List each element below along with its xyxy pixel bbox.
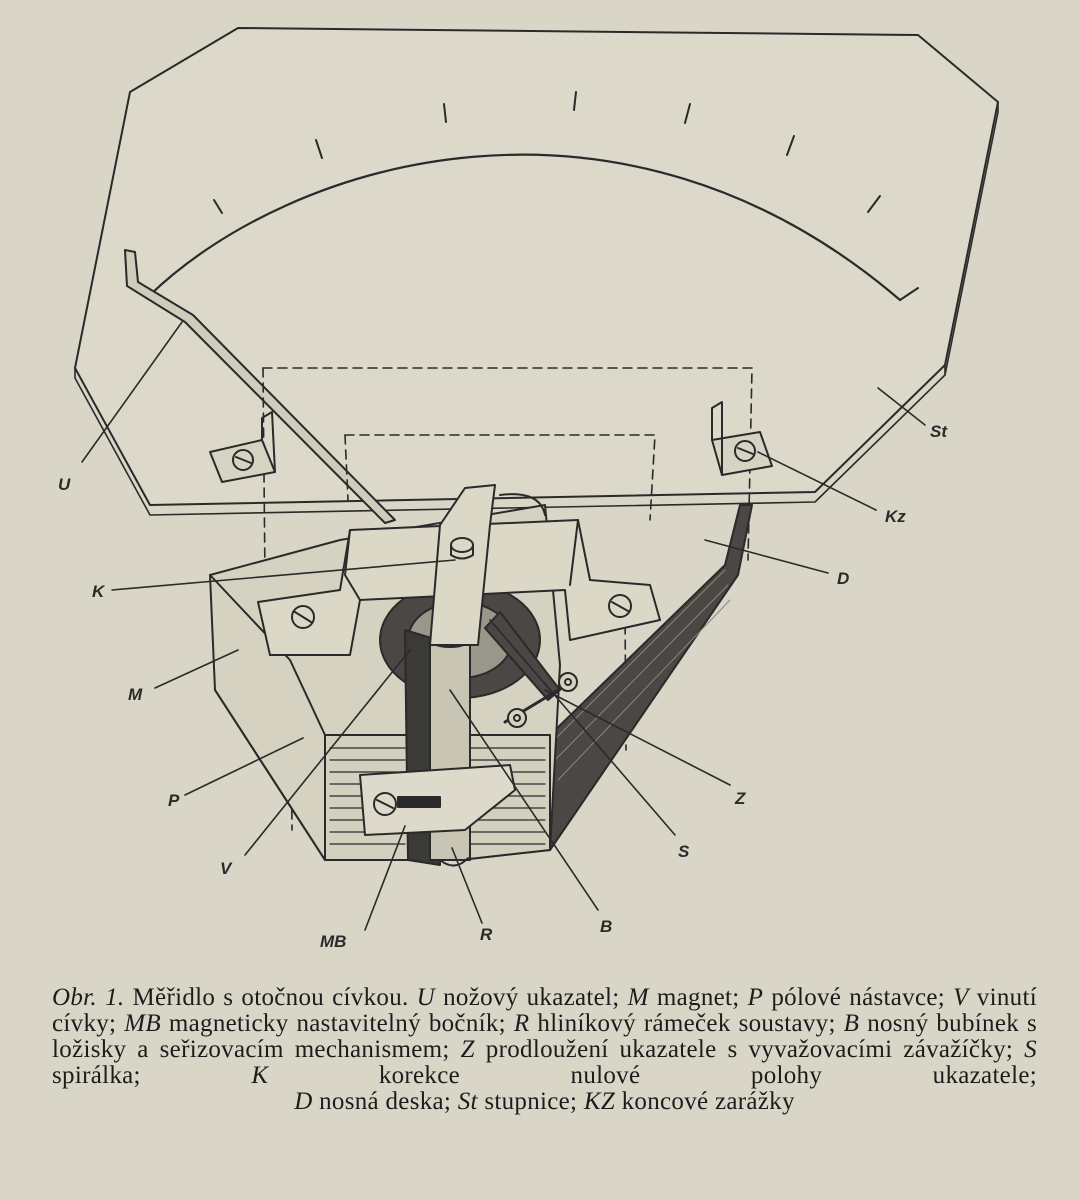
label-P: P <box>168 791 180 810</box>
magnetic-shunt <box>359 764 516 836</box>
label-MB: MB <box>320 932 346 951</box>
label-Z: Z <box>734 789 746 808</box>
caption-key-KZ: KZ <box>583 1088 616 1115</box>
knife-pointer <box>124 249 396 524</box>
caption-item-KZ: koncové zarážky <box>621 1088 795 1115</box>
caption-item-U: nožový ukazatel; <box>443 984 620 1011</box>
label-U: U <box>58 475 71 494</box>
caption-key-MB: MB <box>124 1010 161 1037</box>
caption-item-D: nosná deska; <box>319 1088 452 1115</box>
caption-key-B: B <box>843 1010 860 1037</box>
meter-diagram: U K M P V MB R B S Z D Kz St <box>58 27 999 951</box>
end-stop-right <box>711 401 773 476</box>
caption-item-K: korekce nulové polohy ukazatele; <box>378 1062 1037 1089</box>
caption-item-V: vinutí cívky; <box>52 984 1037 1037</box>
label-V: V <box>220 859 233 878</box>
caption-key-St: St <box>457 1088 478 1115</box>
figure-caption: Obr. 1. Měřidlo s otočnou cívkou. U nožo… <box>52 985 1037 1115</box>
caption-item-B: nosný bubínek s ložisky a seřizovacím me… <box>52 1010 1037 1063</box>
caption-item-S: spirálka; <box>52 1062 141 1089</box>
label-R: R <box>480 925 493 944</box>
label-K: K <box>92 582 106 601</box>
caption-key-S: S <box>1024 1036 1037 1063</box>
caption-item-M: magnet; <box>656 984 740 1011</box>
label-M: M <box>128 685 143 704</box>
caption-item-MB: magneticky nastavitelný bočník; <box>168 1010 506 1037</box>
scale-arc <box>148 91 919 302</box>
caption-key-V: V <box>953 984 969 1011</box>
label-S: S <box>678 842 690 861</box>
caption-key-K: K <box>251 1062 269 1089</box>
zero-correction-lever <box>429 484 546 646</box>
caption-title: Měřidlo s otočnou cívkou. <box>132 984 409 1011</box>
label-Kz: Kz <box>885 507 906 526</box>
caption-key-R: R <box>513 1010 530 1037</box>
caption-key-D: D <box>294 1088 313 1115</box>
caption-key-U: U <box>416 984 436 1011</box>
counterweight-arm <box>484 611 578 728</box>
leader-lines <box>81 321 926 931</box>
caption-item-Z: prodloužení ukazatele s vyvažovacími záv… <box>485 1036 1014 1063</box>
caption-key-P: P <box>747 984 764 1011</box>
end-stop-left <box>209 411 276 483</box>
label-D: D <box>837 569 849 588</box>
caption-item-St: stupnice; <box>484 1088 578 1115</box>
caption-item-P: pólové nástavce; <box>771 984 945 1011</box>
caption-key-M: M <box>627 984 649 1011</box>
label-B: B <box>600 917 612 936</box>
caption-key-Z: Z <box>460 1036 475 1063</box>
scale-plate <box>74 27 999 516</box>
caption-figure-number: Obr. 1. <box>52 984 125 1011</box>
label-St: St <box>930 422 948 441</box>
caption-item-R: hliníkový rámeček soustavy; <box>537 1010 836 1037</box>
